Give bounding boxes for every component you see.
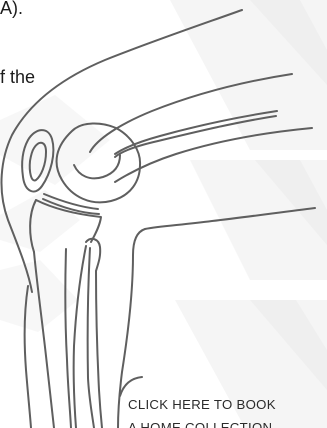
- book-home-collection-link[interactable]: CLICK HERE TO BOOK A HOME COLLECTION: [128, 393, 323, 428]
- tibia-front-shaft: [34, 252, 54, 428]
- femur-bottom-contour: [115, 128, 312, 182]
- patella-outline: [22, 130, 53, 191]
- tibia-plateau: [36, 200, 101, 242]
- tibia-front-contour: [30, 200, 36, 252]
- femur-condyle: [57, 123, 141, 202]
- shin-outline: [25, 286, 31, 428]
- cta-line-2: A HOME COLLECTION: [128, 416, 323, 428]
- tibia-inner-line: [65, 249, 71, 428]
- condyle-inner-curve: [74, 155, 120, 178]
- tibia-back-shaft: [74, 246, 86, 428]
- fibula-back: [96, 271, 102, 428]
- cta-line-1: CLICK HERE TO BOOK: [128, 393, 323, 416]
- fibula-front: [88, 248, 94, 428]
- patella-inner: [30, 143, 46, 181]
